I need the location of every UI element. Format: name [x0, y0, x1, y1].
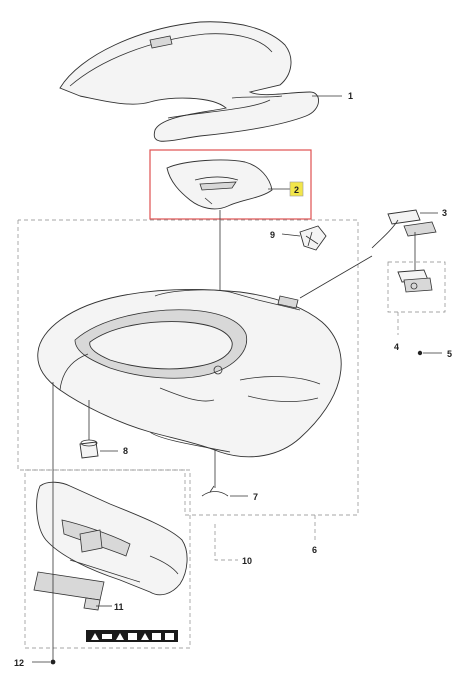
callout-9-leader	[281, 233, 301, 237]
callout-4: 4	[394, 342, 399, 352]
callout-10: 10	[242, 556, 252, 566]
hatch-cover-icon	[166, 159, 273, 210]
logo-badge-icon	[299, 225, 327, 251]
contact-box-4	[387, 261, 446, 313]
wire-clip-icon	[201, 485, 229, 497]
callout-5: 5	[447, 349, 452, 359]
callout-3: 3	[442, 208, 447, 218]
callout-7: 7	[253, 492, 258, 502]
body-chassis-icon	[37, 288, 342, 458]
knob-axis-line	[299, 255, 373, 299]
callout-6: 6	[312, 545, 317, 555]
bumper-foot-icon	[79, 439, 99, 459]
callout-2-badge	[289, 181, 304, 197]
height-adjust-knob-icon	[371, 209, 437, 249]
callout-1: 1	[348, 91, 353, 101]
assembly-box-6	[17, 219, 359, 516]
warning-symbols-icon	[86, 630, 178, 642]
warning-label-strip-icon	[33, 571, 105, 611]
callout-8: 8	[123, 446, 128, 456]
top-cover-icon	[59, 21, 319, 142]
screw-12-icon	[50, 659, 56, 665]
screw-icon	[417, 350, 423, 356]
callout-9: 9	[270, 230, 275, 240]
callout-11: 11	[114, 602, 124, 612]
callout-2: 2	[294, 185, 299, 195]
callout-10-leader	[214, 524, 238, 561]
assembly-box-10	[24, 469, 191, 649]
front-bumper-icon	[36, 481, 188, 596]
highlight-box	[149, 149, 312, 220]
callout-12: 12	[14, 658, 24, 668]
charge-contact-icon	[397, 269, 433, 293]
